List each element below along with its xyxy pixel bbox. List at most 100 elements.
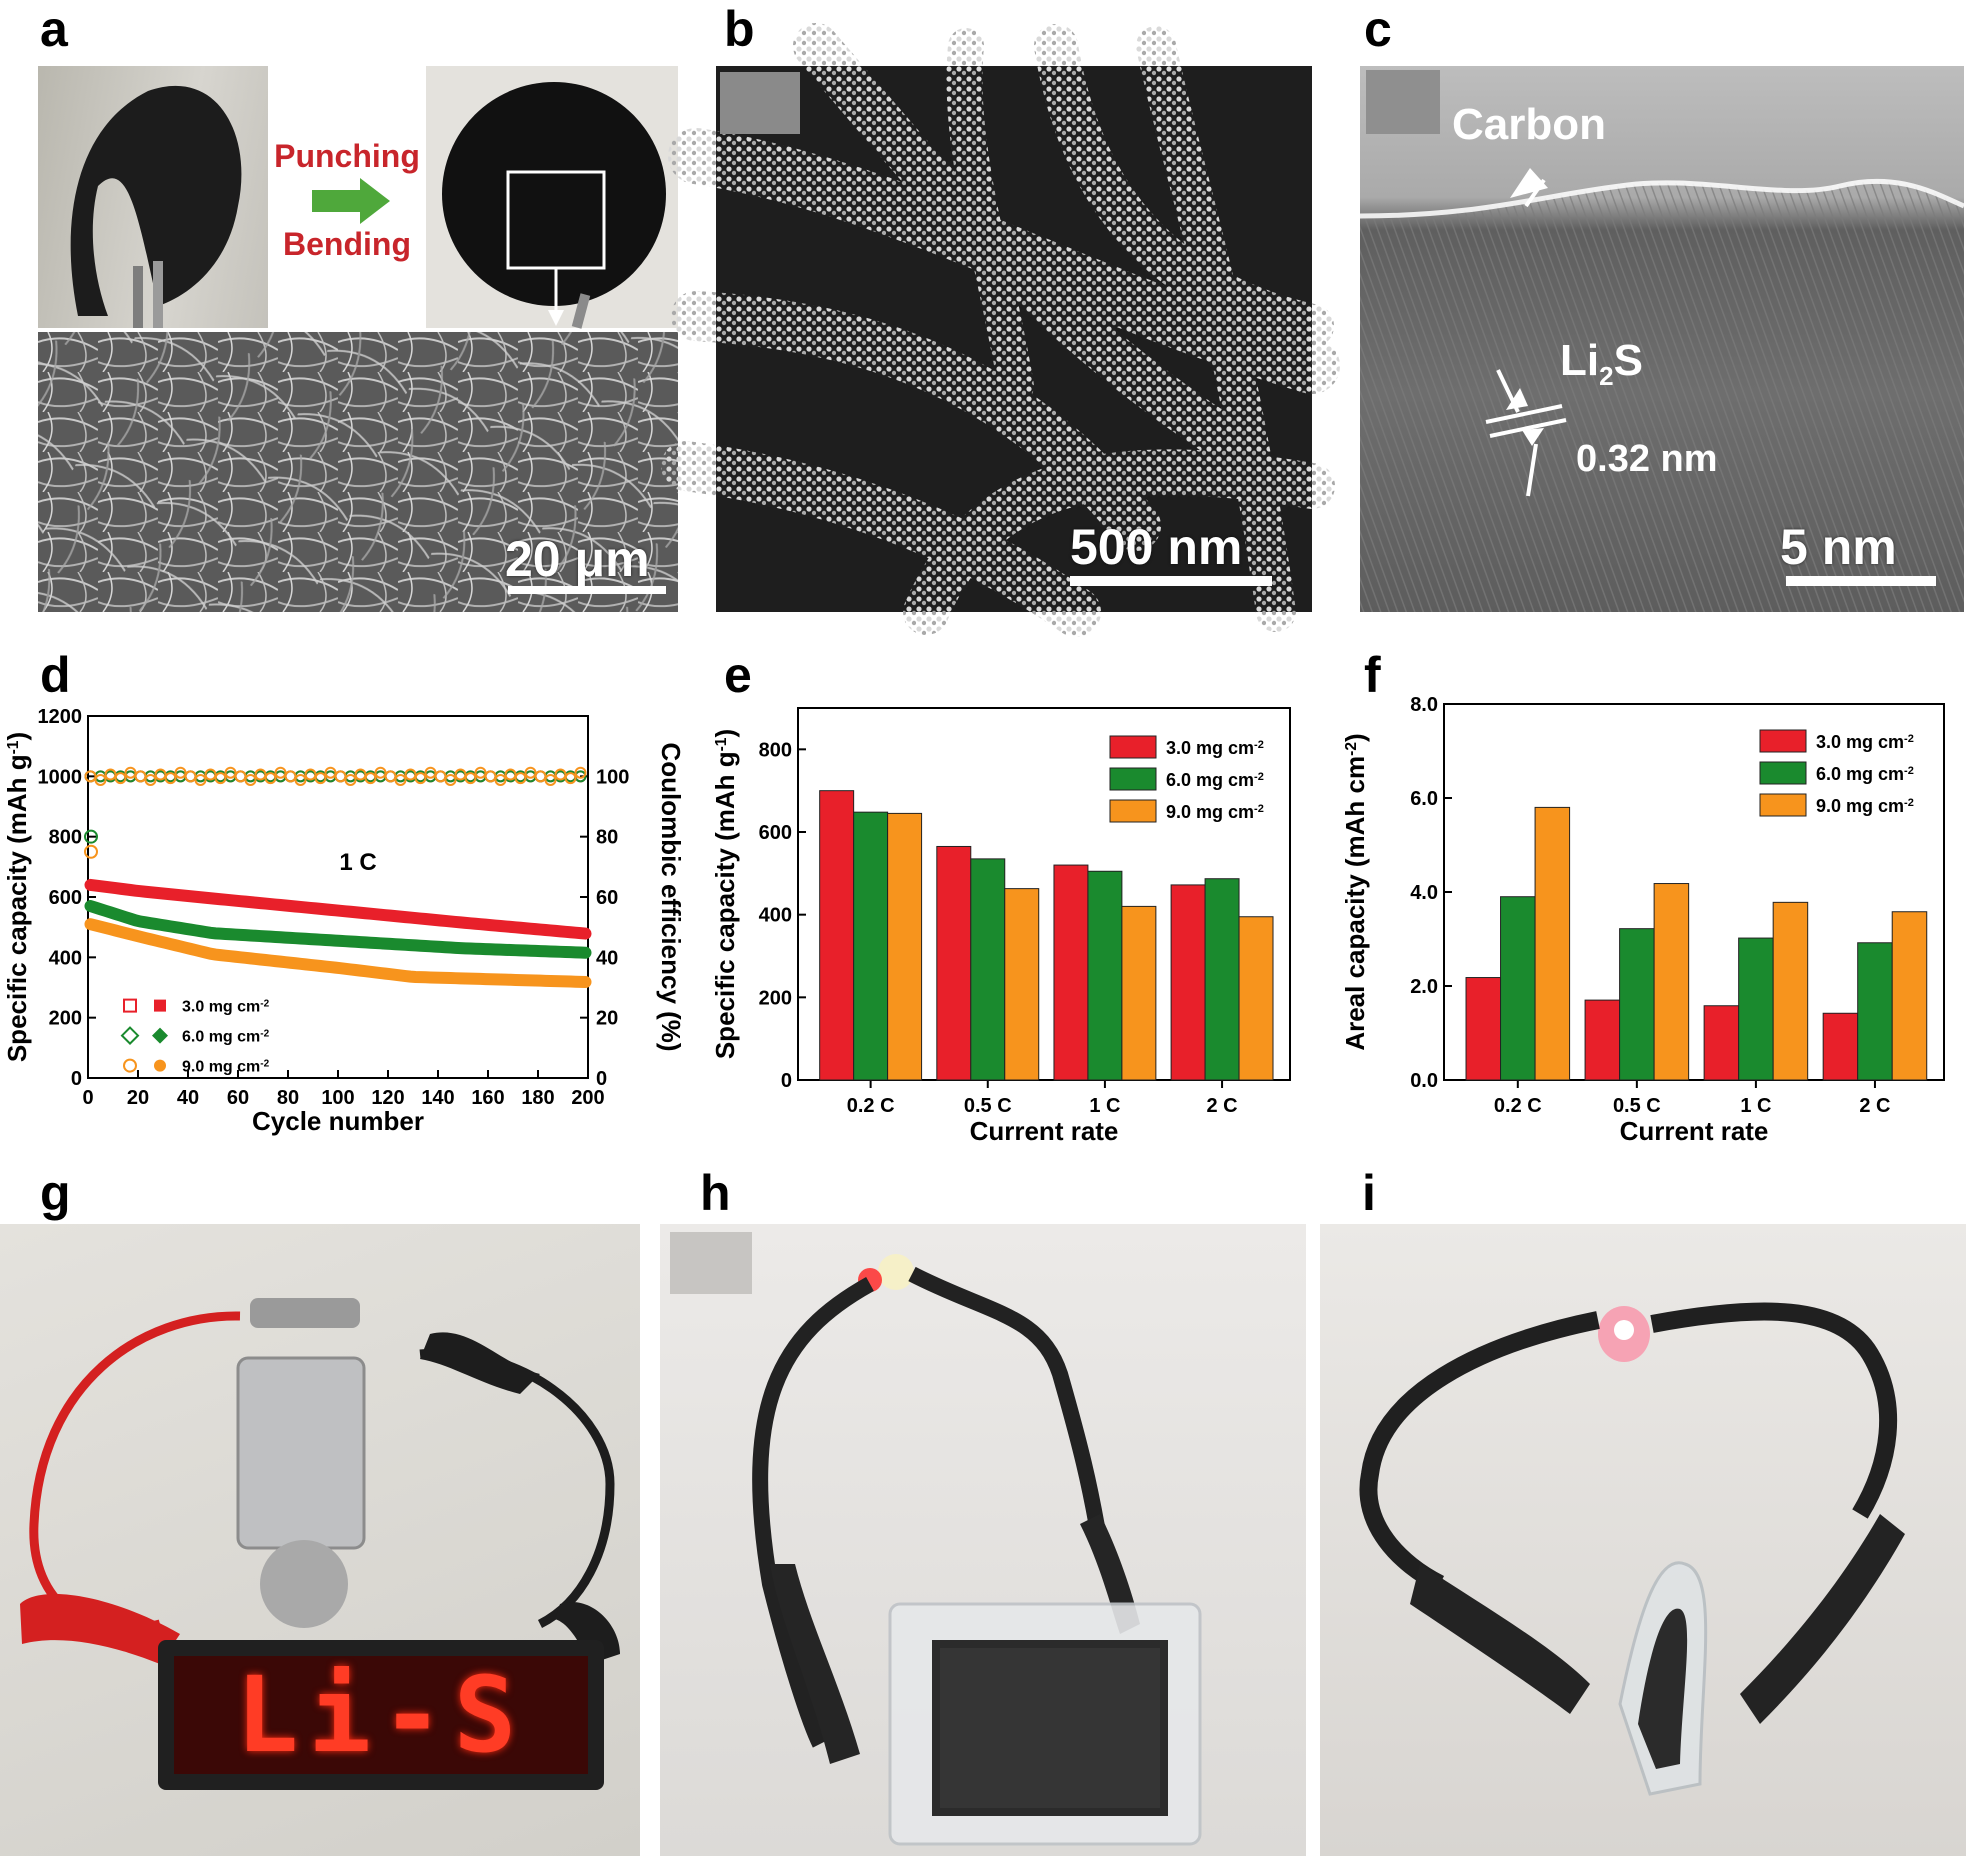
chart-d-efficiency-point [354, 768, 367, 781]
chart-d-capacity-0 [84, 878, 592, 940]
chart-e-bar [819, 790, 855, 1081]
chart-d-efficiency-point [114, 772, 127, 785]
chart-f-bar [1703, 1005, 1740, 1081]
chart-d-annotation: 1 C [339, 849, 376, 876]
chart-d-ytick-label: 0 [71, 1068, 82, 1090]
li2s-main: Li [1560, 336, 1600, 385]
nanofiber-texture [661, 23, 1340, 637]
chart-f-xtick-label: 2 C [1859, 1095, 1890, 1117]
chart-d-efficiency-point [424, 766, 437, 779]
chart-d-ytick-label: 600 [49, 887, 82, 909]
panel-a-text-punching: Punching [274, 138, 420, 174]
chart-f-ytick-label: 4.0 [1410, 882, 1438, 904]
chart-d-efficiency-point [214, 772, 227, 785]
chart-f-xtick-label: 1 C [1740, 1095, 1771, 1117]
panel-label-g: g [40, 1165, 71, 1221]
chart-d-xtick-label: 20 [127, 1087, 149, 1109]
chart-d-ytick-label: 400 [49, 947, 82, 969]
chart-d-xtick-label: 80 [277, 1087, 299, 1109]
chart-d-xtick-label: 180 [521, 1087, 554, 1109]
chart-d-efficiency-point [334, 770, 347, 783]
chart-d-efficiency-point [524, 766, 537, 779]
chart-e-xtick-label: 2 C [1206, 1095, 1237, 1117]
chart-d-efficiency-point [304, 768, 317, 781]
chart-f-bar [1653, 883, 1690, 1081]
chart-e-xtick-label: 0.5 C [964, 1095, 1012, 1117]
panel-label-f: f [1364, 647, 1381, 703]
chart-f-legend-swatch [1759, 761, 1807, 785]
bent-cell-illustration [1359, 1302, 1905, 1796]
chart-d-y2tick-label: 20 [596, 1008, 618, 1030]
redacted-box [670, 1232, 752, 1294]
chart-d-efficiency-point [294, 773, 307, 786]
chart-d-capacity-2 [84, 918, 592, 988]
chart-f-ytick-label: 8.0 [1410, 694, 1438, 716]
chart-f-bar [1500, 896, 1536, 1081]
chart-e-legend-swatch [1109, 735, 1157, 759]
chart-d-efficiency-point [534, 770, 547, 783]
chart-d-ytick-label: 1000 [38, 766, 83, 788]
panel-a-photo-right [426, 66, 678, 329]
chart-e-ylabel: Specific capacity (mAh g-1) [710, 729, 740, 1059]
panel-i-photo [1320, 1224, 1966, 1856]
chart-d-ylabel: Specific capacity (mAh g-1) [2, 732, 32, 1062]
panel-g-led-text: Li-S [235, 1654, 527, 1776]
chart-d-efficiency-point [504, 768, 517, 781]
chart-d-efficiency-point [134, 770, 147, 783]
chart-d-initial-point-1 [84, 844, 98, 859]
chart-e-bar [1170, 884, 1206, 1081]
chart-d-ytick-label: 800 [49, 827, 82, 849]
chart-e-ytick-label: 800 [759, 739, 792, 761]
chart-d-xtick-label: 160 [471, 1087, 504, 1109]
chart-d-efficiency-point [414, 772, 427, 785]
chart-d-efficiency-point [204, 768, 217, 781]
panel-c-lattice-label: 0.32 nm [1576, 438, 1718, 480]
chart-d-xtick-label: 100 [321, 1087, 354, 1109]
panel-c-redacted-box [1366, 70, 1440, 134]
chart-d-efficiency-point [244, 773, 257, 786]
chart-d-xlabel: Cycle number [252, 1106, 424, 1136]
punched-disk-illustration [442, 82, 666, 329]
chart-d-initial-point-0 [84, 829, 98, 844]
chart-e-ytick-label: 400 [759, 905, 792, 927]
chart-d-efficiency-point [234, 770, 247, 783]
chart-f-legend-swatch [1759, 793, 1807, 817]
panel-c-li2s-label: Li2S [1560, 336, 1643, 392]
chart-e-bar [853, 811, 889, 1081]
panel-b-redacted-box [720, 72, 800, 134]
curved-film-illustration [70, 85, 242, 328]
panel-label-b: b [724, 1, 755, 57]
chart-d-efficiency-point [454, 768, 467, 781]
chart-f-xlabel: Current rate [1620, 1116, 1769, 1146]
chart-d-y2tick-label: 60 [596, 887, 618, 909]
chart-d-legend-label: 9.0 mg cm-2 [182, 1058, 270, 1076]
chart-d-legend-filled-marker [154, 999, 166, 1012]
chart-e-ytick-label: 200 [759, 987, 792, 1009]
chart-e-frame [797, 707, 1291, 1081]
chart-d-efficiency-point [154, 768, 167, 781]
chart-d-efficiency-point [124, 766, 137, 779]
chart-f-ytick-label: 0.0 [1410, 1070, 1438, 1092]
panel-b-scale-text: 500 nm [1070, 519, 1243, 575]
chart-d-xtick-label: 40 [177, 1087, 199, 1109]
panel-label-a: a [40, 1, 68, 57]
chart-d-efficiency-point [544, 773, 557, 786]
panel-h-photo [660, 1224, 1306, 1856]
panel-b-scale-bar [1070, 576, 1272, 586]
chart-d-efficiency-point [324, 766, 337, 779]
chart-d-efficiency-point [284, 770, 297, 783]
panel-b-sem-image: 500 nm [661, 23, 1340, 637]
chart-d-y2tick-label: 80 [596, 827, 618, 849]
panel-c-scale-bar [1786, 576, 1936, 586]
chart-d-legend-filled-marker [152, 1027, 168, 1044]
panel-g-photo: Li-S [0, 1224, 640, 1856]
chart-e-bar [936, 845, 972, 1081]
panel-c-scale-text: 5 nm [1780, 519, 1897, 575]
chart-e-xtick-label: 0.2 C [847, 1095, 895, 1117]
chart-f-ylabel: Areal capacity (mAh cm-2) [1340, 733, 1370, 1050]
panel-a-sem-image: 20 μm [38, 332, 678, 612]
panel-label-e: e [724, 647, 752, 703]
fiber-network-texture [38, 332, 678, 612]
chart-e-bar [1053, 864, 1089, 1081]
